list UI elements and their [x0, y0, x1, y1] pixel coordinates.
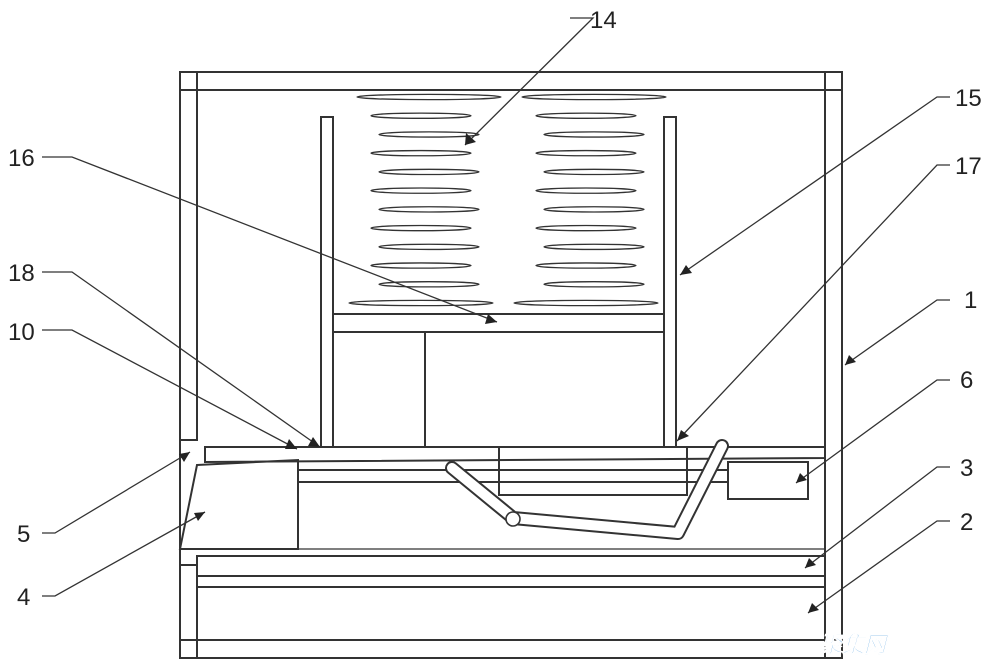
leader-3 [804, 466, 950, 569]
spring-coil [513, 299, 659, 307]
arrowhead-18 [308, 437, 320, 447]
leader-2 [807, 520, 950, 614]
arrowhead-6 [796, 473, 807, 483]
leader-10 [42, 329, 298, 450]
arrowhead-17 [677, 430, 689, 441]
left-block [332, 331, 426, 448]
arrowhead-15 [680, 265, 692, 275]
arrowhead-2 [808, 603, 819, 613]
leader-1 [844, 299, 950, 366]
leader-14 [464, 17, 595, 146]
slanted-block [178, 458, 299, 550]
spring-coil [370, 112, 472, 119]
spring-coil [521, 93, 667, 101]
spring-coil [543, 168, 645, 176]
label-16: 16 [8, 145, 35, 172]
leader-18 [42, 271, 321, 448]
spring-coil [535, 187, 637, 194]
leader-15 [679, 96, 950, 276]
spring-coil [378, 131, 480, 138]
arrowhead-4 [194, 512, 205, 521]
spring-coil [543, 206, 645, 213]
spring-coil [535, 112, 637, 119]
arrowhead-10 [285, 439, 297, 449]
arrowhead-3 [805, 558, 816, 568]
stacked-sheets [424, 331, 665, 448]
label-17: 17 [955, 153, 982, 180]
label-5: 5 [17, 521, 30, 548]
spring-coil [378, 243, 480, 251]
spring-coil [370, 224, 472, 232]
spring-coil [543, 243, 645, 251]
arrowhead-5 [179, 452, 190, 462]
housing-outer-walls [179, 71, 843, 659]
label-18: 18 [8, 260, 35, 287]
carriage-block [498, 446, 688, 496]
leader-6 [795, 379, 950, 484]
spring-coil [535, 149, 637, 157]
spring-coil [543, 131, 645, 138]
label-15: 15 [955, 85, 982, 112]
spring-coil [535, 224, 637, 232]
leader-5 [42, 451, 191, 534]
spring-group [348, 93, 667, 307]
arrowhead-1 [845, 355, 856, 365]
label-6: 6 [960, 367, 973, 394]
watermark-logo: 聚集网 [819, 632, 889, 658]
support-plate [196, 555, 826, 577]
leader-4 [42, 511, 206, 597]
spring-coil [370, 187, 472, 194]
spring-coil [370, 149, 472, 157]
press-plate [332, 313, 665, 333]
guide-rail [297, 469, 729, 483]
spring-coil [543, 281, 645, 288]
spring-coil [378, 168, 480, 176]
label-10: 10 [8, 319, 35, 346]
spring-coil [370, 262, 472, 269]
leader-17 [676, 164, 950, 442]
arrowhead-16 [485, 314, 497, 324]
label-14: 14 [590, 7, 617, 34]
leader-16 [42, 156, 498, 323]
sensor-box [727, 461, 809, 500]
arrowhead-14 [465, 133, 476, 145]
label-2: 2 [960, 509, 973, 536]
label-1: 1 [964, 287, 977, 314]
base-block [196, 586, 826, 641]
spring-coil [378, 206, 480, 213]
leader-lines [42, 17, 950, 614]
spring-coil [348, 299, 494, 307]
label-3: 3 [960, 455, 973, 482]
bent-lever [445, 439, 729, 540]
spring-coil [535, 262, 637, 269]
spring-coil [356, 93, 502, 101]
label-4: 4 [17, 584, 30, 611]
